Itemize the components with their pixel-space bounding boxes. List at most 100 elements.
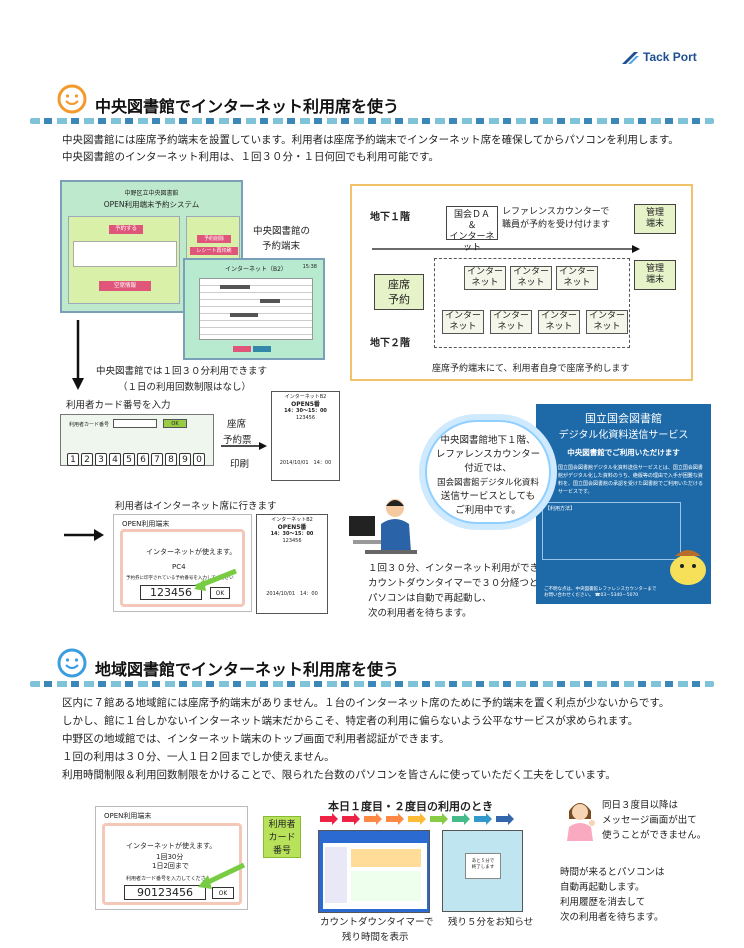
pc-ok-button[interactable]: OK [210,587,230,599]
section2-title: 地域図書館でインターネット利用席を使う [95,660,400,679]
seat-ticket-2: インターネットB2 OPEN5番 14：30～15：00 123456 2014… [256,514,328,614]
after-note-3: パソコンは自動で再起動し、 [368,593,492,604]
pc-screen-pc: PC4 [172,563,186,571]
seat-reserve-label-1: 座席 [388,278,410,291]
leaflet-footer: ご不明な点は、中央図書館レファレンスカウンターまで お問い合わせください。 ☎0… [544,587,656,599]
pc-screen-usable: インターネットが使えます。 [126,842,217,850]
cloud-line-1: 中央図書館地下１階、 [440,435,536,446]
internet-label-1: インター [588,311,625,321]
admin-label-1: 管理 [645,264,664,274]
leaflet-footer-1: ご不明な点は、中央図書館レファレンスカウンターまで [544,587,657,592]
keypad-key[interactable]: 4 [109,453,121,466]
cloud-line-3: 付近では、 [464,463,512,474]
internet-label-2: ネット [563,278,591,288]
keypad-key[interactable]: 1 [67,453,79,466]
keypad-key[interactable]: 3 [95,453,107,466]
section1-divider [30,118,714,124]
leaflet-footer-2: お問い合わせください。 ☎03－5340－5070 [544,593,639,598]
ticket-time: 14：30～15：00 [284,408,327,414]
cancel-reserve-button[interactable]: 予約削除 [197,235,231,243]
internet-pc: インターネット [464,266,506,290]
card-input-label: 利用者カード番号を入力 [66,400,171,411]
pc-screen-limit-2: 1日2回まで [152,862,189,870]
leaflet-title-2: デジタル化資料送信サービス [558,430,689,441]
reserve-button[interactable]: 予約する [109,225,143,234]
internet-label-2: ネット [517,278,545,288]
reference-note-2: 職員が予約を受け付けます [502,220,611,230]
diagram-caption: 座席予約端末にて、利用者自身で座席予約します [432,364,630,374]
kokkai-terminal: 国会ＤＡ ＆ インターネット [446,206,498,253]
keypad-key[interactable]: 9 [179,453,191,466]
internet-pc: インターネット [442,310,484,334]
internet-label-1: インター [512,267,549,277]
internet-label-2: ネット [497,322,525,332]
person-at-computer-icon [349,499,417,554]
usage-note-1: 中央図書館では１回３０分利用できます [96,366,268,377]
right-arrow-icon [221,442,267,450]
reprint-button[interactable]: レシート再印刷 [190,247,238,255]
internet-label-2: ネット [471,278,499,288]
woman-icon [567,803,595,841]
card-number-input[interactable] [113,419,157,428]
section1-title: 中央図書館でインターネット利用席を使う [95,97,400,116]
pc-screen-title: OPEN利用端末 [122,520,170,528]
internet-pc: インターネット [586,310,628,334]
terminal-label-1: 中央図書館の [253,226,311,237]
keypad-key[interactable]: 2 [81,453,93,466]
ticket-date: 2014/10/01 14：00 [266,591,318,597]
countdown-screen [318,830,430,913]
keypad-key[interactable]: 6 [137,453,149,466]
section2-intro-1: 区内に７館ある地域館には座席予約端末がありません。１台のインターネット席のために… [62,697,670,709]
pc-card-number-input[interactable]: 90123456 [124,885,206,900]
ticket-card: 123456 [295,415,316,421]
leaflet-howto-box: 【利用方法】 [542,502,681,560]
internet-label-2: ネット [545,322,573,332]
reference-note: レファレンスカウンターで 職員が予約を受け付けます [502,206,610,232]
card-tag-3: 番号 [272,846,291,856]
ticket-time: 14：30～15：00 [270,531,314,537]
leaflet-title-1: 国立国会図書館 [585,412,662,425]
pc-screen-prompt: 利用者カード番号を入力してくださ [126,876,206,882]
terminal-label-2: 予約端末 [262,241,301,252]
ndl-leaflet: 国立国会図書館 デジタル化資料送信サービス 中央図書館でご利用いただけます 国立… [536,404,711,604]
internet-label-1: インター [444,311,481,321]
pc-ok-button[interactable]: OK [212,887,234,899]
pc-reserve-number-input[interactable]: 123456 [140,585,202,600]
pc-screen-title: OPEN利用端末 [104,812,152,820]
keypad-key[interactable]: 0 [193,453,205,466]
open-terminal-screen-2: OPEN利用端末 インターネットが使えます。 1回30分 1日2回まで 利用者カ… [95,806,248,910]
floor-arrow [372,245,640,253]
internet-label-1: インター [466,267,503,277]
ticket-title: インターネットB2 [284,394,327,400]
ticket-seat: OPEN5番 [291,401,320,408]
internet-label-1: インター [492,311,529,321]
card-ok-button[interactable]: OK [163,419,187,428]
restart-note-1: 時間が来るとパソコンは [560,867,665,878]
seat-reserve-label-2: 予約 [388,293,410,306]
card-tag-2: カード [268,833,296,843]
keypad-key[interactable]: 7 [151,453,163,466]
right-arrow-icon [64,529,104,541]
kokkai-label-1: 国会ＤＡ [453,210,490,220]
internet-label-2: ネット [449,322,477,332]
keypad-key[interactable]: 5 [123,453,135,466]
ticket-seat: OPEN5番 [277,524,307,531]
seat-reservation-terminal: 座席 予約 [374,274,424,310]
section1-intro-2: 中央図書館のインターネット利用は、１回３０分・１日何回でも利用可能です。 [62,151,439,163]
tackport-icon [622,52,639,64]
internet-label-2: ネット [593,322,621,332]
reference-note-1: レファレンスカウンターで [502,207,610,217]
remaining-note: 残り５分をお知らせ [448,917,534,928]
internet-label-1: インター [540,311,577,321]
mascot-icon [670,550,706,585]
keypad-key[interactable]: 8 [165,453,177,466]
vacancy-button[interactable]: 空席情報 [99,281,151,291]
cloud-line-5: 送信サービスとしても [440,491,536,502]
card-field-label: 利用者カード番号 [69,422,110,428]
after-note-1: １回３０分、インターネット利用ができます。 [368,563,567,574]
ticket-label-2: 予約票 [223,435,252,446]
section1-intro-1: 中央図書館には座席予約端末を設置しています。利用者は座席予約端末でインターネット… [62,134,679,146]
section2-intro-4: １回の利用は３０分、一人１日２回までしか使えません。 [62,751,335,763]
usage-note-2: （１日の利用回数制限はなし） [118,382,252,393]
